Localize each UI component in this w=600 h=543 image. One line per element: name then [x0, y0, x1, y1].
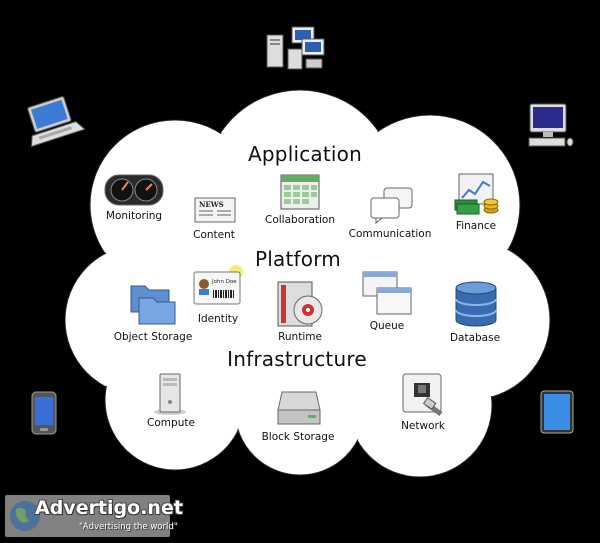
phone-icon [31, 391, 57, 435]
servers-icon [266, 26, 325, 70]
service-label-collaboration: Collaboration [265, 214, 335, 226]
hard-drive-icon [277, 391, 321, 425]
service-label-monitoring: Monitoring [105, 210, 163, 222]
news-icon-text: NEWS [199, 200, 224, 209]
desktop-icon [528, 103, 574, 147]
badge-name-text: John Doe [211, 279, 237, 285]
service-label-network: Network [401, 420, 445, 432]
calendar-icon [280, 174, 320, 210]
service-label-communication: Communication [348, 228, 432, 240]
finance-chart-icon [454, 173, 499, 215]
id-badge-icon: John Doe [193, 265, 243, 305]
service-label-object-storage: Object Storage [113, 331, 193, 343]
service-label-identity: Identity [197, 313, 239, 325]
gauge-icon [104, 174, 164, 206]
service-label-content: Content [193, 229, 235, 241]
layer-title-infrastructure: Infrastructure [227, 347, 367, 371]
windows-stack-icon [362, 271, 412, 315]
service-label-block-storage: Block Storage [261, 431, 335, 443]
watermark-tagline: "Advertising the world" [79, 522, 178, 532]
service-label-runtime: Runtime [278, 331, 322, 343]
tablet-icon [540, 390, 574, 434]
layer-title-platform: Platform [255, 247, 341, 271]
software-box-icon [277, 281, 323, 327]
newspaper-icon: NEWS [194, 197, 236, 223]
service-label-queue: Queue [369, 320, 405, 332]
watermark-site: Advertigo.net [35, 497, 183, 519]
server-tower-icon [154, 373, 186, 415]
watermark-logo[interactable]: Advertigo.net "Advertising the world" [5, 495, 183, 537]
service-label-database: Database [449, 332, 501, 344]
folders-icon [130, 285, 176, 325]
chat-bubbles-icon [370, 187, 413, 224]
service-label-finance: Finance [455, 220, 497, 232]
globe-icon [10, 501, 40, 531]
database-icon [455, 281, 497, 327]
layer-title-application: Application [248, 142, 362, 166]
service-label-compute: Compute [147, 417, 195, 429]
laptop-icon [27, 96, 85, 148]
network-port-icon [402, 373, 443, 417]
